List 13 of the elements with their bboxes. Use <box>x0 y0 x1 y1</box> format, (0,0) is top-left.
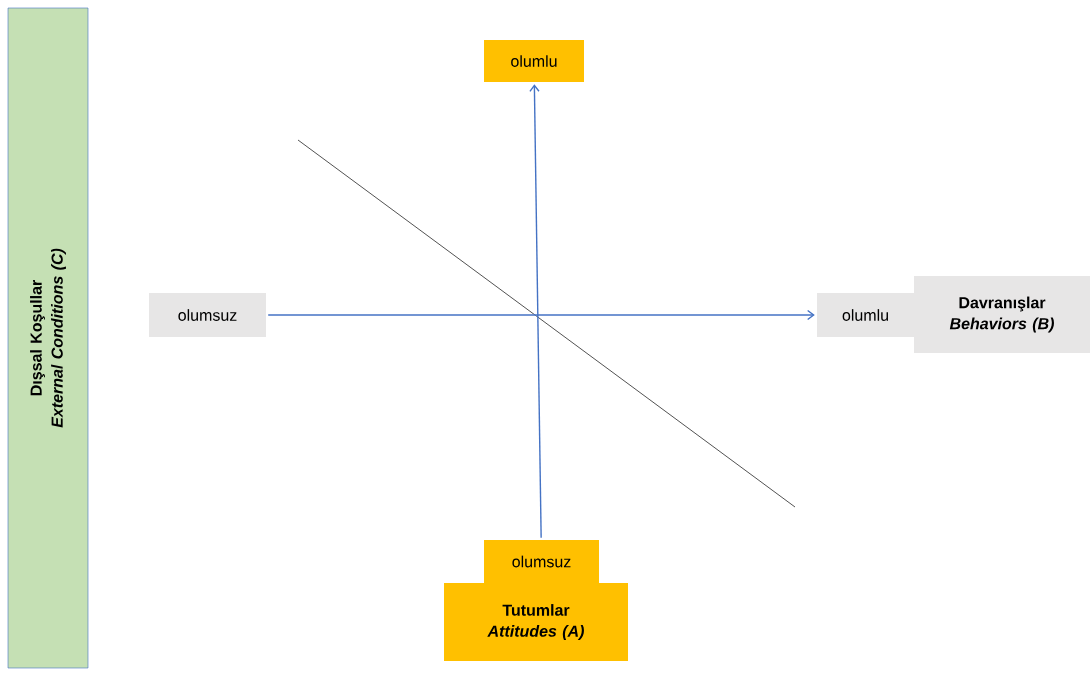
label-box: olumlu <box>817 293 914 337</box>
side-band: Dışsal Koşullar External Conditions (C) <box>7 7 89 669</box>
node-label: olumsuz <box>512 555 571 568</box>
node-label: Behaviors (B) <box>949 317 1054 333</box>
arrow <box>529 84 542 539</box>
node-label: Attitudes (A) <box>487 625 584 640</box>
label-box: olumsuz <box>484 540 599 583</box>
node-label: Tutumlar <box>502 604 570 616</box>
node-label: olumlu <box>842 309 889 321</box>
node-label: Davranışlar <box>959 296 1046 312</box>
label-box: olumlu <box>484 40 584 82</box>
label-box: olumsuz <box>149 293 266 337</box>
arrow <box>267 309 815 321</box>
